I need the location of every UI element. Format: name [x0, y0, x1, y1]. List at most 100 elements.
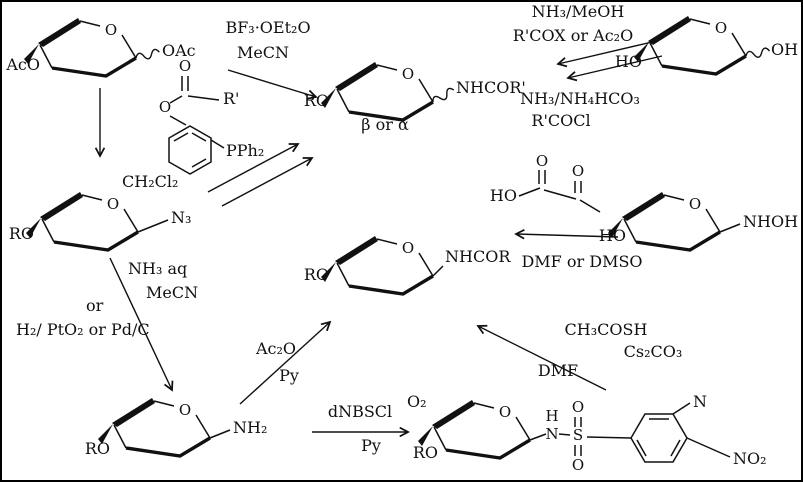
reagent-py-2: Py: [361, 436, 381, 455]
peracetylated-sugar: O AcO OAc: [5, 16, 196, 78]
ring-oxygen: O: [179, 401, 191, 419]
reagent-dmf-dmso: DMF or DMSO: [521, 252, 642, 271]
label-ro: RO: [85, 439, 110, 458]
reagent-nh3-nh4hco3: NH₃/NH₄HCO₃: [520, 89, 640, 108]
anomeric-bond: [209, 429, 231, 439]
reagent-nh3-aq: NH₃ aq: [128, 259, 187, 278]
reagent-ac2o: Ac₂O: [255, 339, 296, 358]
arrow-staudinger-2: [221, 158, 312, 207]
sulfur-atom: S: [573, 426, 583, 444]
reagent-cs2co3: Cs₂CO₃: [624, 342, 683, 361]
bond-o-carbonyl: [169, 95, 183, 104]
reagent-mecn-2: MeCN: [146, 283, 198, 302]
bond: [518, 187, 541, 197]
bond-no2-ortho: [672, 402, 691, 415]
carbonyl-oxygen: O: [536, 152, 548, 170]
ring-oxygen: O: [105, 21, 117, 39]
benzene-ring: [168, 125, 212, 175]
arrow-pyruvate: [516, 234, 619, 237]
ring-oxygen: O: [715, 19, 727, 37]
bond-no2-para: [686, 437, 731, 458]
arrow-azide-reduction: [109, 257, 172, 390]
reagent-ch3cosh: CH₃COSH: [565, 320, 648, 339]
arrow-bf3-route: [227, 69, 316, 97]
ring-oxygen: O: [402, 239, 414, 257]
ring-oxygen: O: [499, 403, 511, 421]
reagent-dmf: DMF: [538, 361, 578, 380]
ring-oxygen: O: [402, 65, 414, 83]
ring-oxygen: O: [107, 195, 119, 213]
label-nhcor-prime: NHCOR': [456, 78, 526, 97]
glycosyl-hydroxylamine: O HO NHOH: [599, 190, 798, 252]
arrow-amidation-bottom: [568, 55, 663, 78]
anomeric-bond: [137, 219, 169, 233]
label-nh2: NH₂: [233, 418, 267, 437]
hydrogen-atom: H: [545, 407, 558, 425]
glycosyl-azide: O RO N₃: [9, 190, 191, 252]
nitrogen-atom: N: [545, 425, 558, 443]
bond-o-ring: [169, 115, 187, 126]
carbonyl-oxygen: O: [179, 57, 191, 75]
label-pph2: PPh₂: [226, 141, 264, 160]
reagent-h2-pto2-pdc: H₂/ PtO₂ or Pd/C: [16, 320, 150, 339]
bond-n-s: [558, 433, 571, 436]
ring-oxygen: O: [689, 195, 701, 213]
reagent-labels: BF₃·OEt₂O MeCN NH₃/MeOH R'COX or Ac₂O NH…: [16, 2, 682, 455]
arrow-staudinger-1: [207, 144, 298, 193]
anomeric-bond: [719, 223, 741, 233]
label-beta-or-alpha: β or α: [361, 115, 409, 134]
sulfonamide-sugar-ring: O RO: [413, 398, 547, 462]
label-ro: RO: [304, 265, 329, 284]
label-ro: RO: [413, 443, 438, 462]
label-nhcor: NHCOR: [445, 247, 511, 266]
reagent-mecn: MeCN: [237, 43, 289, 62]
arrow-acetylation: [239, 322, 330, 405]
bond-s-aryl: [586, 436, 632, 439]
reagent-bf3: BF₃·OEt₂O: [225, 18, 310, 37]
label-oh: OH: [771, 40, 798, 59]
anomeric-bond: [432, 265, 444, 277]
glycosyl-amide-product-2: O RO NHCOR: [304, 234, 511, 296]
c-o-double-bond: [538, 170, 546, 184]
phosphine-ester-reagent: O O R' PPh₂ CH₂Cl₂: [122, 57, 264, 191]
pyruvic-acid-reagent: HO O O: [490, 152, 601, 213]
label-oac: OAc: [162, 41, 196, 60]
label-ho: HO: [490, 186, 517, 205]
label-ro: RO: [9, 224, 34, 243]
oxygen-atom: O: [572, 456, 584, 474]
bond-c-p: [210, 139, 225, 149]
arrow-thioacid: [478, 326, 607, 391]
bond-methyl: [579, 199, 601, 213]
bond-c-rprime: [187, 95, 220, 101]
hemiacetal-sugar: O HO OH: [615, 14, 798, 76]
reagent-rcox-ac2o: R'COX or Ac₂O: [513, 26, 633, 45]
glycosyl-amine: O RO NH₂: [85, 396, 267, 458]
anomeric-bond: [529, 433, 547, 441]
label-ho: HO: [599, 226, 626, 245]
s-o-double-bond-down: [574, 445, 582, 456]
label-n3: N₃: [171, 208, 191, 227]
reaction-arrows: [100, 41, 663, 432]
label-no2: NO₂: [733, 449, 767, 468]
c-o-double-bond: [574, 181, 582, 193]
label-aco: AcO: [5, 55, 40, 74]
bond: [543, 189, 577, 200]
c-o-double-bond: [181, 76, 189, 91]
s-o-double-bond-up: [574, 417, 582, 427]
reagent-nh3-meoh: NH₃/MeOH: [532, 2, 625, 21]
ester-oxygen: O: [159, 98, 171, 116]
reagent-py-1: Py: [279, 366, 299, 385]
carbonyl-oxygen: O: [572, 162, 584, 180]
reagent-ch2cl2: CH₂Cl₂: [122, 172, 178, 191]
benzene-double-bonds: [636, 418, 681, 457]
oxygen-atom: O: [572, 398, 584, 416]
arrow-amidation-top: [558, 41, 653, 64]
reagent-dnbscl: dNBSCl: [328, 402, 392, 421]
reagent-rcocl: R'COCl: [531, 111, 590, 130]
reagent-or: or: [86, 296, 104, 315]
label-ho: HO: [615, 52, 642, 71]
label-r-prime: R': [223, 89, 239, 108]
